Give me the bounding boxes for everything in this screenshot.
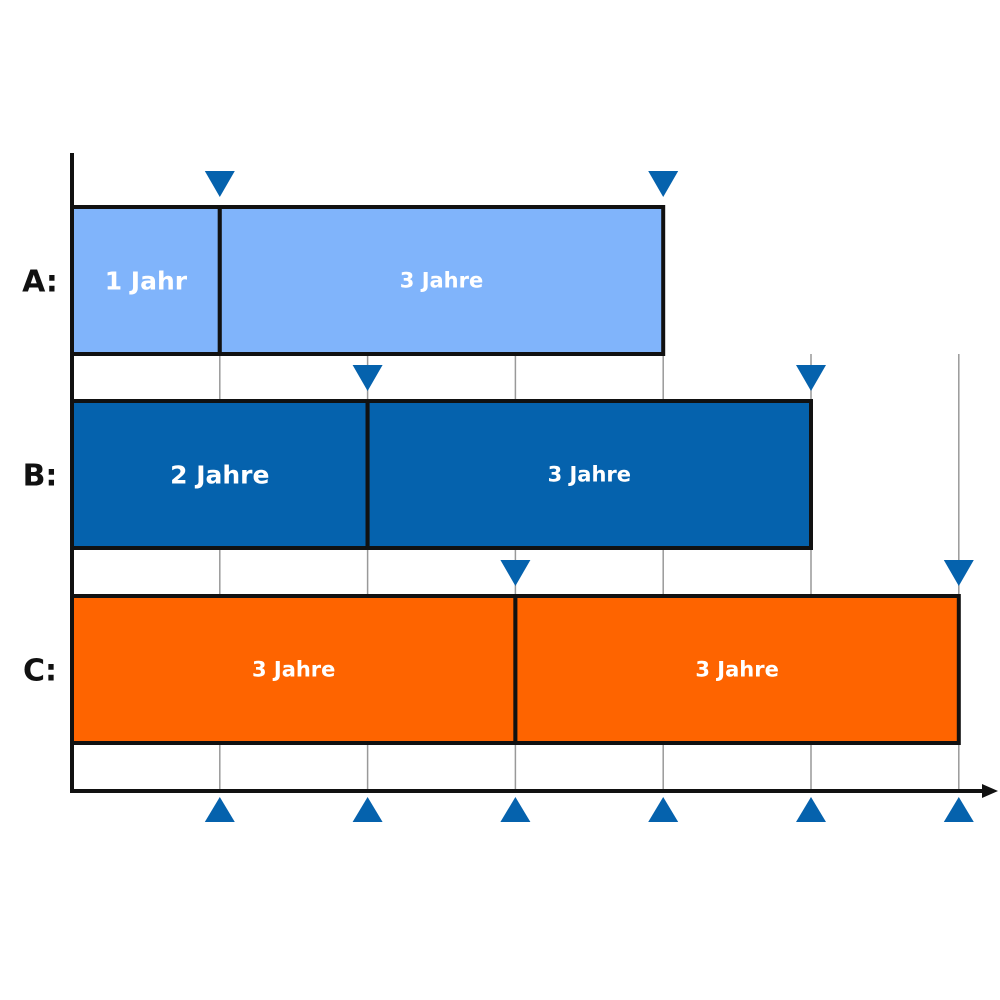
- bar-segment: [217, 205, 666, 356]
- year-markers: [204, 171, 974, 822]
- bar-segment-label: 3 Jahre: [252, 658, 335, 682]
- row-label: C:: [23, 654, 57, 689]
- axis-marker-up-triangle: [796, 797, 826, 822]
- row-labels: A: B: C:: [22, 265, 58, 689]
- bar-segment-label: 3 Jahre: [548, 463, 631, 487]
- axis-marker-up-triangle: [648, 797, 679, 822]
- segment-end-down-triangle: [204, 171, 235, 197]
- axis-arrowhead: [982, 784, 998, 798]
- bar-segment-label: 2 Jahre: [170, 461, 269, 490]
- axis-marker-up-triangle: [500, 797, 531, 822]
- bar-segment: [365, 399, 813, 550]
- bar-segment: [513, 594, 961, 745]
- segment-end-down-triangle: [352, 365, 383, 391]
- row-bars: 1 Jahr 3 Jahre 2 Jahre 3 Jahre 3 Jahre 3 Jahr…: [70, 205, 961, 745]
- row-label: A:: [22, 265, 58, 300]
- bar-segment-label: 1 Jahr: [105, 267, 188, 296]
- bar-segment-label: 3 Jahre: [695, 658, 778, 682]
- segment-end-down-triangle: [796, 365, 826, 391]
- segment-end-down-triangle: [500, 560, 531, 586]
- segment-end-down-triangle: [943, 560, 974, 586]
- axis-marker-up-triangle: [943, 797, 974, 822]
- bar-segment-label: 3 Jahre: [400, 269, 483, 293]
- axis-marker-up-triangle: [352, 797, 383, 822]
- axis-marker-up-triangle: [204, 797, 235, 822]
- bar-segment: [70, 594, 518, 745]
- segment-end-down-triangle: [648, 171, 679, 197]
- row-label: B:: [23, 459, 58, 494]
- bar-segment: [70, 205, 222, 356]
- axes: [70, 153, 998, 798]
